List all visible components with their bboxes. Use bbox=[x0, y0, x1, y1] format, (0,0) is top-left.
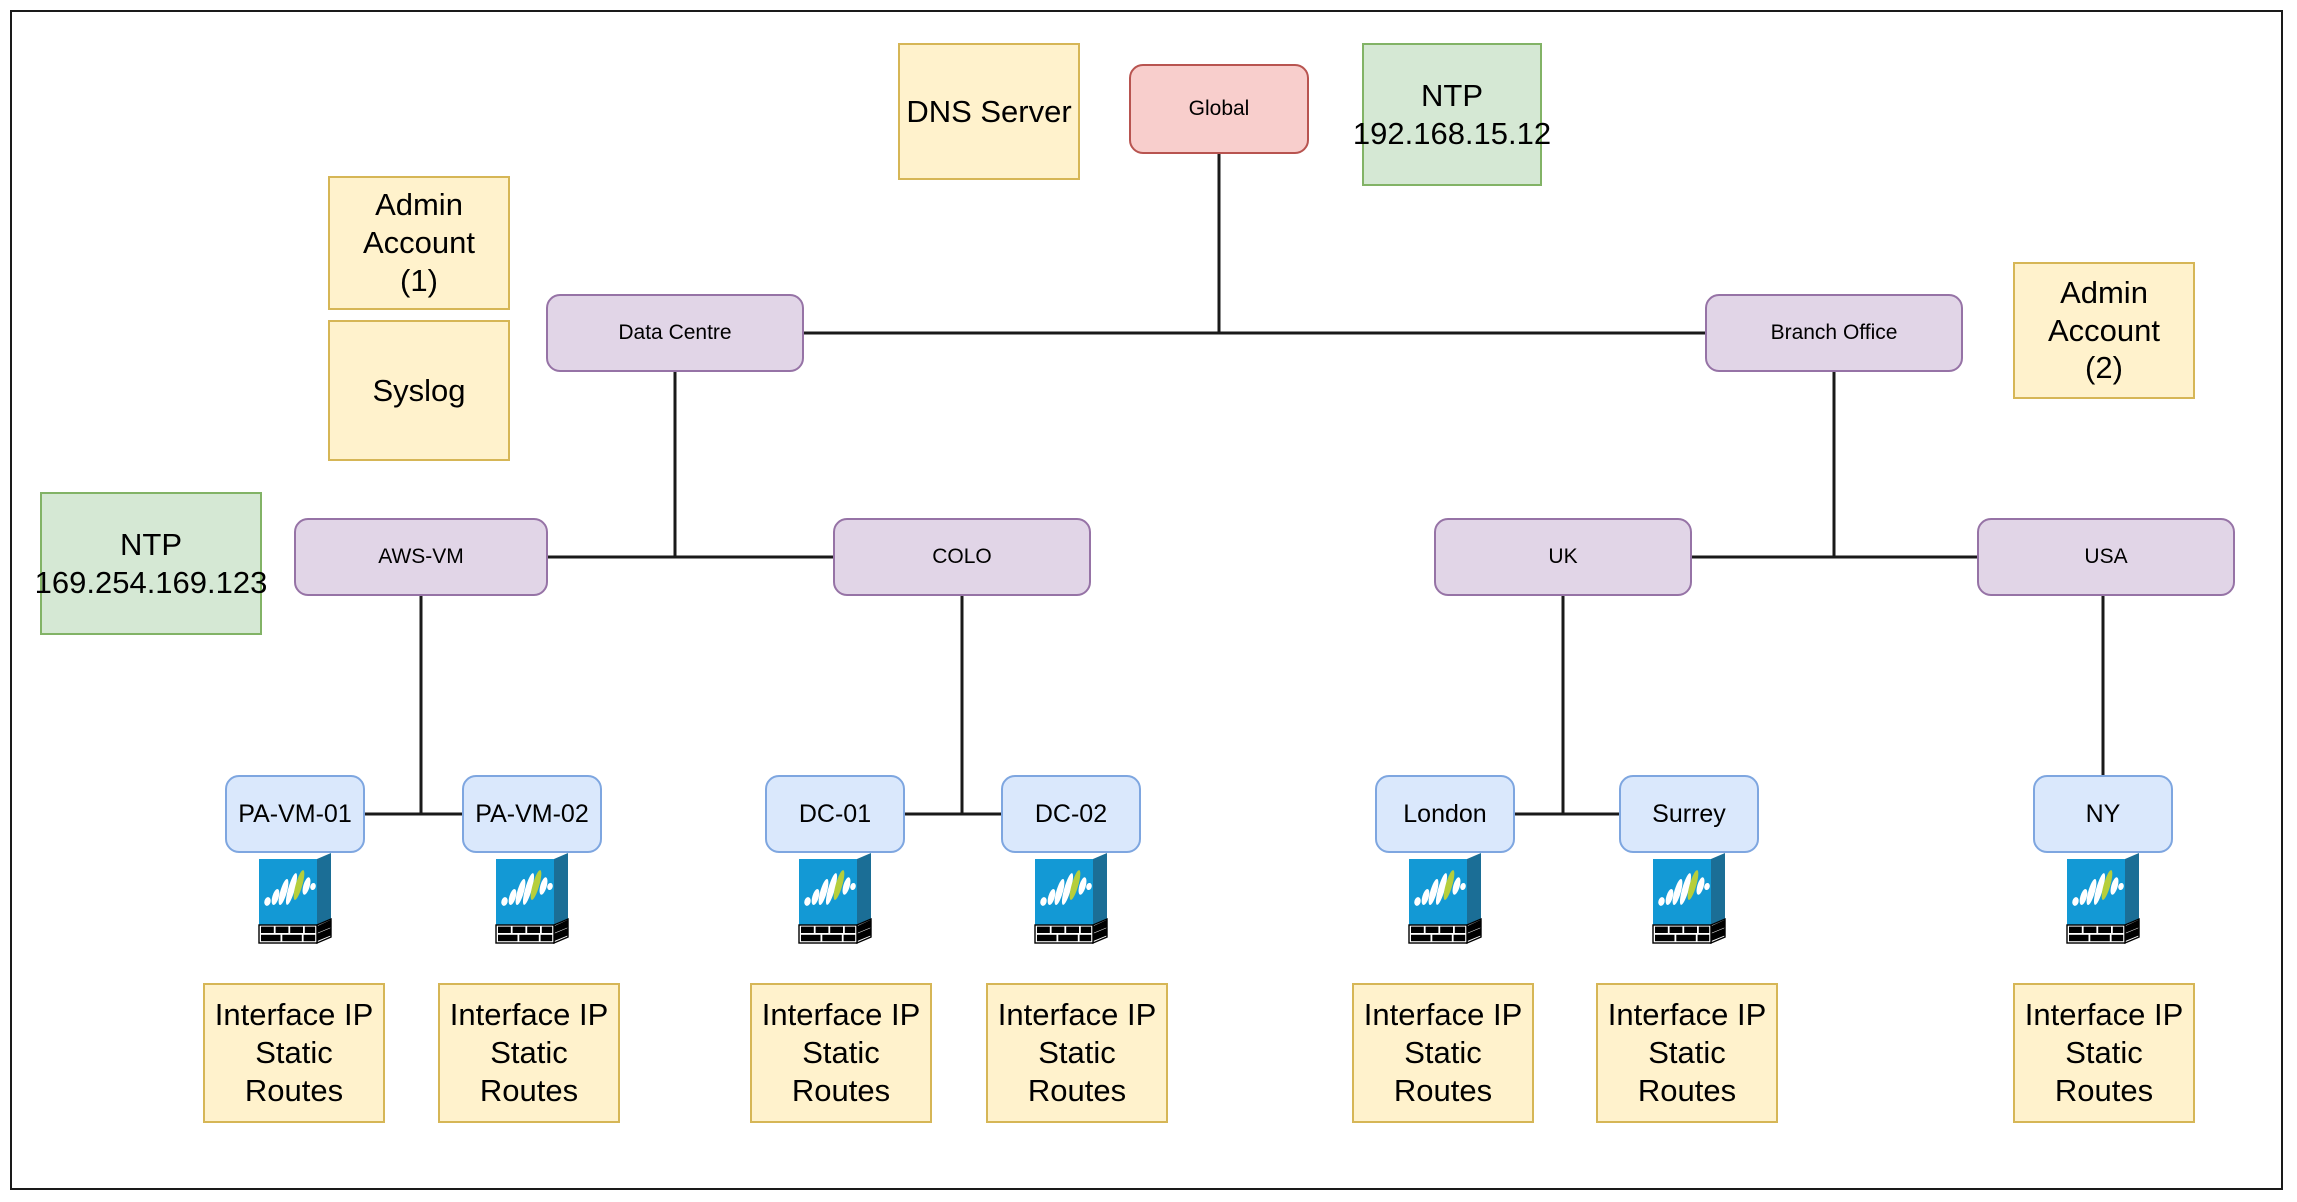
node-syslog[interactable]: Syslog bbox=[328, 320, 510, 461]
node-if-6[interactable]: Interface IP Static Routes bbox=[1596, 983, 1778, 1123]
node-label: Data Centre bbox=[618, 321, 732, 345]
node-label: Global bbox=[1188, 97, 1250, 121]
node-label: Branch Office bbox=[1770, 321, 1898, 345]
node-pa-vm-01[interactable]: PA-VM-01 bbox=[225, 775, 365, 853]
firewall-appliance-icon-dc-01 bbox=[791, 853, 879, 945]
node-if-3[interactable]: Interface IP Static Routes bbox=[750, 983, 932, 1123]
node-dc-01[interactable]: DC-01 bbox=[765, 775, 905, 853]
node-ny[interactable]: NY bbox=[2033, 775, 2173, 853]
node-label: COLO bbox=[932, 545, 992, 569]
node-label: Interface IP Static Routes bbox=[214, 997, 374, 1108]
node-label: NTP 192.168.15.12 bbox=[1352, 77, 1552, 151]
node-admin-account-2[interactable]: Admin Account (2) bbox=[2013, 262, 2195, 399]
node-if-5[interactable]: Interface IP Static Routes bbox=[1352, 983, 1534, 1123]
node-label: Interface IP Static Routes bbox=[449, 997, 609, 1108]
firewall-appliance-icon-pa-vm-02 bbox=[488, 853, 576, 945]
node-label: USA bbox=[2084, 545, 2128, 569]
node-if-4[interactable]: Interface IP Static Routes bbox=[986, 983, 1168, 1123]
node-data-centre[interactable]: Data Centre bbox=[546, 294, 804, 372]
node-label: Syslog bbox=[372, 372, 466, 408]
node-label: Admin Account (2) bbox=[2047, 274, 2160, 386]
node-aws-vm[interactable]: AWS-VM bbox=[294, 518, 548, 596]
node-surrey[interactable]: Surrey bbox=[1619, 775, 1759, 853]
node-if-2[interactable]: Interface IP Static Routes bbox=[438, 983, 620, 1123]
firewall-appliance-icon-ny bbox=[2059, 853, 2147, 945]
node-label: Surrey bbox=[1652, 799, 1726, 828]
node-colo[interactable]: COLO bbox=[833, 518, 1091, 596]
node-label: UK bbox=[1548, 545, 1578, 569]
node-branch-office[interactable]: Branch Office bbox=[1705, 294, 1963, 372]
firewall-appliance-icon-surrey bbox=[1645, 853, 1733, 945]
node-uk[interactable]: UK bbox=[1434, 518, 1692, 596]
node-label: AWS-VM bbox=[378, 545, 464, 569]
firewall-appliance-icon-london bbox=[1401, 853, 1489, 945]
node-label: PA-VM-02 bbox=[475, 799, 589, 828]
node-label: Interface IP Static Routes bbox=[1363, 997, 1523, 1108]
node-global[interactable]: Global bbox=[1129, 64, 1309, 154]
node-label: PA-VM-01 bbox=[238, 799, 352, 828]
firewall-appliance-icon-pa-vm-01 bbox=[251, 853, 339, 945]
node-ntp-aws[interactable]: NTP 169.254.169.123 bbox=[35, 492, 267, 635]
node-label: Interface IP Static Routes bbox=[997, 997, 1157, 1108]
node-admin-account-1[interactable]: Admin Account (1) bbox=[328, 176, 510, 310]
node-label: Interface IP Static Routes bbox=[1607, 997, 1767, 1108]
node-label: DC-02 bbox=[1034, 799, 1108, 828]
node-dns-server[interactable]: DNS Server bbox=[898, 43, 1080, 180]
node-if-1[interactable]: Interface IP Static Routes bbox=[203, 983, 385, 1123]
node-label: NY bbox=[2085, 799, 2121, 828]
node-label: DNS Server bbox=[906, 93, 1072, 129]
node-ntp-global[interactable]: NTP 192.168.15.12 bbox=[1353, 43, 1551, 186]
node-pa-vm-02[interactable]: PA-VM-02 bbox=[462, 775, 602, 853]
node-label: Interface IP Static Routes bbox=[2024, 997, 2184, 1108]
firewall-appliance-icon-dc-02 bbox=[1027, 853, 1115, 945]
node-usa[interactable]: USA bbox=[1977, 518, 2235, 596]
node-if-7[interactable]: Interface IP Static Routes bbox=[2013, 983, 2195, 1123]
node-label: NTP 169.254.169.123 bbox=[34, 526, 268, 600]
node-dc-02[interactable]: DC-02 bbox=[1001, 775, 1141, 853]
node-label: London bbox=[1403, 799, 1487, 828]
node-label: Interface IP Static Routes bbox=[761, 997, 921, 1108]
node-label: Admin Account (1) bbox=[362, 187, 475, 298]
node-label: DC-01 bbox=[798, 799, 872, 828]
node-london[interactable]: London bbox=[1375, 775, 1515, 853]
